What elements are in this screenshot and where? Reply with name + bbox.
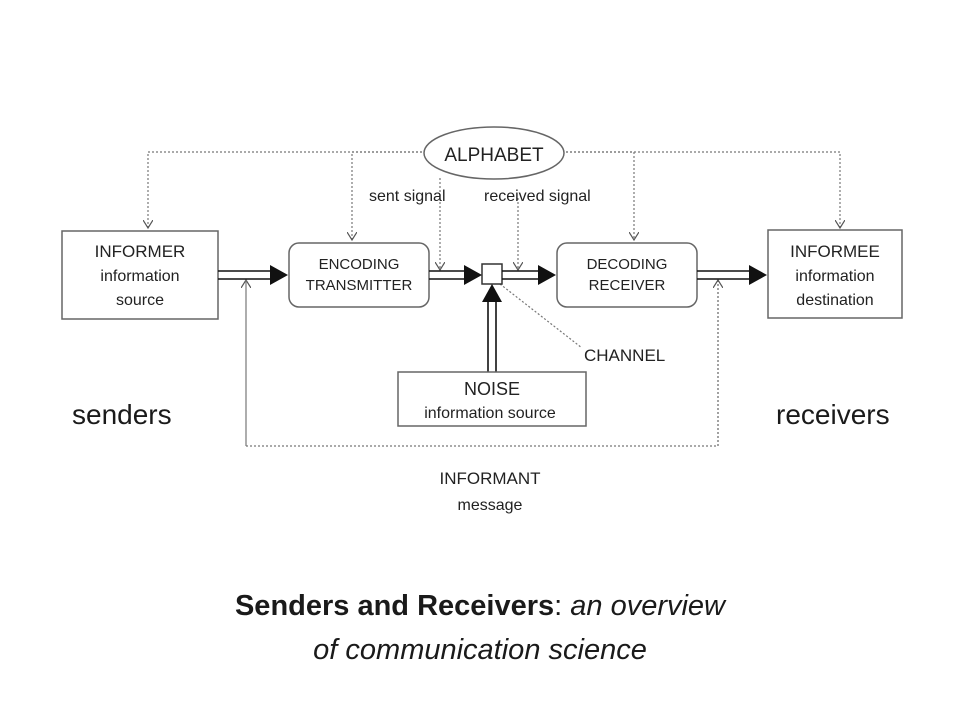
caption-line1: Senders and Receivers: an overview [0, 584, 960, 628]
receivers-label: receivers [776, 399, 890, 430]
alphabet-node [423, 126, 565, 180]
encoding-box [288, 242, 430, 308]
informee-box [767, 229, 903, 319]
informer-line2: information [100, 268, 179, 285]
informee-line2: information [795, 268, 874, 285]
encoding-line2: TRANSMITTER [306, 277, 413, 294]
alphabet-label: ALPHABET [444, 145, 544, 166]
noise-title: NOISE [464, 379, 520, 399]
informant-dotted-loop [246, 280, 718, 447]
channel-label: CHANNEL [584, 346, 665, 365]
noise-line2: information source [424, 405, 556, 422]
caption-subtitle-part1: an overview [562, 590, 726, 622]
channel-pointer [499, 283, 583, 349]
channel-node [481, 263, 503, 285]
sent-signal-label: sent signal [369, 188, 446, 205]
encoding-title: ENCODING [319, 256, 400, 273]
main-flow-arrows [218, 265, 767, 372]
informee-title: INFORMEE [790, 242, 880, 261]
informer-box [61, 230, 219, 320]
noise-box [397, 371, 587, 427]
alphabet-dotted-lines [148, 151, 840, 270]
caption-colon: : [554, 590, 563, 622]
decoding-line2: RECEIVER [589, 277, 666, 294]
received-signal-label: received signal [484, 188, 591, 205]
communication-diagram: ALPHABET sent signal received signal INF… [61, 126, 903, 514]
caption-subtitle-part2: of communication science [313, 634, 647, 666]
decoding-title: DECODING [587, 256, 668, 273]
informee-line3: destination [796, 292, 873, 309]
caption: Senders and Receivers: an overview of co… [0, 584, 960, 672]
informer-line3: source [116, 292, 164, 309]
informer-title: INFORMER [95, 242, 186, 261]
senders-label: senders [72, 399, 172, 430]
caption-title: Senders and Receivers [234, 590, 555, 622]
informant-title: INFORMANT [439, 469, 540, 488]
decoding-box [556, 242, 698, 308]
informant-line2: message [458, 497, 523, 514]
